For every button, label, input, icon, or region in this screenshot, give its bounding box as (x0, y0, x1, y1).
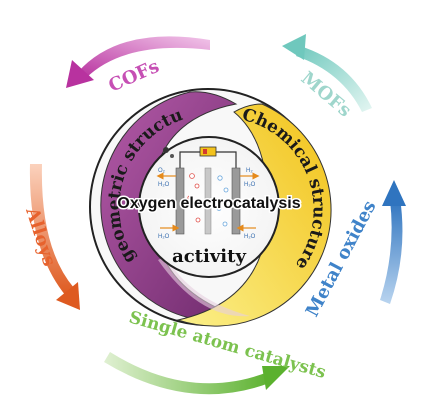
metal-oxides-arrow (380, 180, 406, 304)
power-source-icon (199, 146, 217, 157)
membrane-icon (204, 167, 212, 235)
h2-label: H₂ (246, 168, 253, 174)
electrolysis-cell-illustration: O₂ H₂ H₂O H₂O H₂O H₂O (156, 146, 260, 240)
center-subtitle: activity (172, 246, 246, 267)
h2o-left-bottom-label: H₂O (158, 234, 170, 240)
alloys-arrow (29, 164, 80, 310)
h2o-right-bottom-label: H₂O (244, 234, 256, 240)
h2o-left-top-label: H₂O (158, 182, 170, 188)
o2-label: O₂ (158, 168, 166, 174)
mofs-arrow (282, 34, 372, 112)
center-title: Oxygen electrocatalysis (117, 195, 300, 212)
anode-icon (175, 167, 185, 235)
chemical-structure-band (176, 103, 332, 327)
cathode-icon (231, 167, 241, 235)
alloys-label: Alloys (21, 204, 60, 269)
cofs-arrow (66, 36, 210, 88)
h2o-right-top-label: H₂O (244, 182, 256, 188)
cofs-label: COFs (105, 56, 162, 97)
single-atom-arrow (104, 352, 290, 395)
